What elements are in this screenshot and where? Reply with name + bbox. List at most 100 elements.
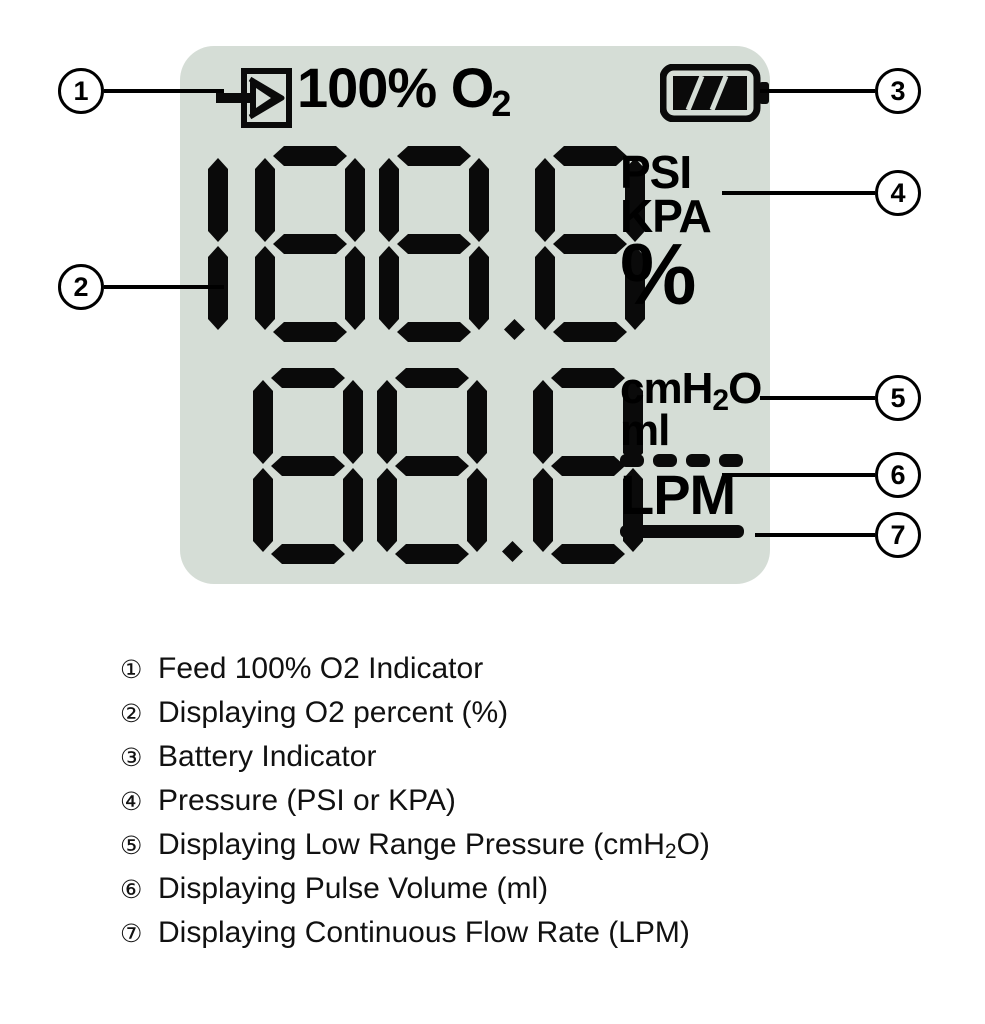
segment-d: [551, 544, 625, 564]
segment-b: [345, 158, 365, 242]
segment-a: [397, 146, 471, 166]
callout-2: 2: [58, 264, 104, 310]
legend-number-2: ②: [120, 700, 143, 728]
segment-c: [469, 246, 489, 330]
leader-line-3: [760, 89, 875, 93]
unit-cmh2o: cmH2O: [620, 367, 762, 416]
legend-text-6: Displaying Pulse Volume (ml): [158, 872, 549, 905]
segment-a: [553, 146, 627, 166]
callout-7: 7: [875, 512, 921, 558]
segment-f: [377, 380, 397, 464]
upper-digit-row: [202, 146, 658, 342]
segment-b: [208, 158, 228, 242]
legend-list: ① Feed 100% O2 Indicator ② Displaying O2…: [120, 652, 940, 960]
lcd-panel: 100% O2: [180, 46, 770, 584]
legend-number-6: ⑥: [120, 876, 143, 904]
segment-d: [397, 322, 471, 342]
seg-digit-upper-2: [378, 146, 490, 342]
segment-e: [379, 246, 399, 330]
leader-line-6: [722, 473, 875, 477]
segment-g: [273, 234, 347, 254]
legend-item-2: ② Displaying O2 percent (%): [120, 696, 940, 730]
unit-cmh2o-subscript: 2: [712, 384, 729, 417]
segment-b: [623, 380, 643, 464]
unit-ml: ml: [620, 406, 670, 456]
unit-percent: %: [620, 227, 696, 324]
segment-a: [551, 368, 625, 388]
segment-f: [379, 158, 399, 242]
segment-g: [397, 234, 471, 254]
lower-digit-row: [252, 368, 656, 564]
segment-g: [551, 456, 625, 476]
callout-1: 1: [58, 68, 104, 114]
segment-d: [271, 544, 345, 564]
segment-e: [255, 246, 275, 330]
legend-text-4: Pressure (PSI or KPA): [158, 784, 456, 817]
segment-d: [395, 544, 469, 564]
callout-3: 3: [875, 68, 921, 114]
seg-digit-upper-0: [202, 146, 242, 342]
callout-4: 4: [875, 170, 921, 216]
legend-number-4: ④: [120, 788, 143, 816]
oxygen-label-main: 100% O: [297, 56, 494, 119]
segment-b: [469, 158, 489, 242]
legend-number-3: ③: [120, 744, 143, 772]
segment-f: [533, 380, 553, 464]
segment-g: [553, 234, 627, 254]
segment-e: [253, 468, 273, 552]
leader-line-2: [104, 285, 224, 289]
legend-item-7: ⑦ Displaying Continuous Flow Rate (LPM): [120, 916, 940, 950]
legend-text-7: Displaying Continuous Flow Rate (LPM): [158, 916, 690, 949]
unit-psi: PSI: [620, 146, 692, 198]
legend-text-1: Feed 100% O2 Indicator: [158, 652, 484, 685]
segment-e: [535, 246, 555, 330]
oxygen-percent-label: 100% O2: [297, 60, 512, 122]
segment-g: [395, 456, 469, 476]
battery-icon: [659, 63, 772, 123]
legend-item-4: ④ Pressure (PSI or KPA): [120, 784, 940, 818]
callout-6: 6: [875, 452, 921, 498]
segment-c: [343, 468, 363, 552]
segment-c: [625, 246, 645, 330]
legend-number-5: ⑤: [120, 832, 143, 860]
leader-line-1: [104, 89, 224, 93]
legend-item-3: ③ Battery Indicator: [120, 740, 940, 774]
segment-e: [377, 468, 397, 552]
segment-f: [253, 380, 273, 464]
legend-number-7: ⑦: [120, 920, 143, 948]
segment-c: [345, 246, 365, 330]
segment-d: [273, 322, 347, 342]
segment-a: [395, 368, 469, 388]
seg-digit-lower-0: [252, 368, 364, 564]
segment-e: [533, 468, 553, 552]
segment-f: [255, 158, 275, 242]
legend-item-5: ⑤ Displaying Low Range Pressure (cmH2O): [120, 828, 940, 863]
oxygen-label-subscript: 2: [491, 83, 511, 124]
seg-digit-upper-1: [254, 146, 366, 342]
seg-digit-lower-1: [376, 368, 488, 564]
lower-unit-stack: cmH2O ml LPM: [620, 367, 762, 539]
feed-oxygen-icon: [216, 68, 292, 128]
leader-line-4: [722, 191, 875, 195]
segment-b: [625, 158, 645, 242]
unit-kpa: KPA: [620, 190, 712, 243]
callout-5: 5: [875, 375, 921, 421]
segment-c: [467, 468, 487, 552]
segment-f: [535, 158, 555, 242]
pulse-volume-dashed-bar: [620, 454, 744, 468]
segment-d: [553, 322, 627, 342]
unit-cmh2o-tail: O: [728, 364, 762, 413]
legend-text-5-subscript: 2: [664, 840, 677, 863]
legend-text-3: Battery Indicator: [158, 740, 377, 773]
seg-digit-upper-3: [534, 146, 646, 342]
legend-item-1: ① Feed 100% O2 Indicator: [120, 652, 940, 686]
legend-text-2: Displaying O2 percent (%): [158, 696, 509, 729]
legend-text-5: Displaying Low Range Pressure (cmH2O): [158, 828, 710, 863]
legend-item-6: ⑥ Displaying Pulse Volume (ml): [120, 872, 940, 906]
leader-line-7: [755, 533, 875, 537]
segment-g: [271, 456, 345, 476]
segment-a: [271, 368, 345, 388]
legend-text-5-pre: Displaying Low Range Pressure (cmH: [158, 828, 665, 861]
segment-b: [343, 380, 363, 464]
decimal-point-lower: [500, 368, 526, 564]
